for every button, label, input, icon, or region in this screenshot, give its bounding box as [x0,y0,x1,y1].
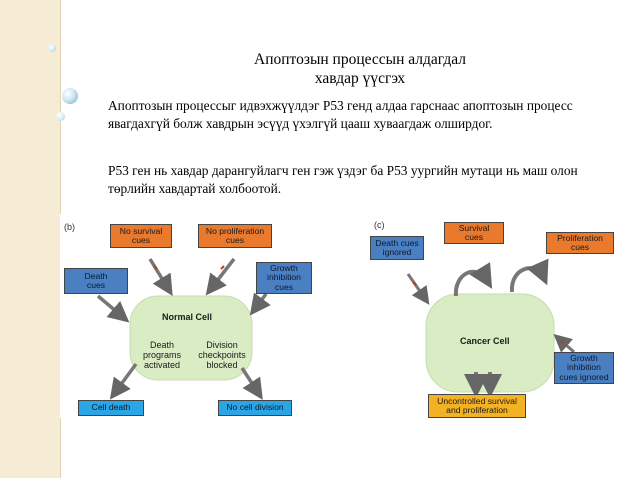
paragraph-2: Р53 ген нь хавдар дарангуйлагч ген гэж ү… [108,163,578,196]
arrow-growth-ignored [553,334,575,354]
box-text: cues [225,235,245,245]
death-cues-box: Death cues [64,268,128,294]
cancer-cell-title: Cancer Cell [460,336,510,346]
box-text: cues [570,242,590,252]
box-text: No survival [119,225,163,236]
no-survival-cues-box: No survival cues [110,224,172,248]
box-text: No cell division [226,402,284,413]
box-text: Cell death [91,402,131,413]
apoptosis-figure: (b) (c) No survival cues No proliferatio… [58,212,638,478]
inner-line: activated [143,360,181,370]
box-text: Growth [570,352,598,363]
no-proliferation-cues-box: No proliferation cues [198,224,272,248]
arrow-to-no-division [240,367,263,400]
decorative-bubble-large [62,88,78,104]
division-checkpoints-text: Division checkpoints blocked [192,340,252,370]
box-text: and proliferation [446,405,508,415]
survival-cues-box: Survival cues [444,222,504,244]
box-text: Growth [270,262,298,273]
x-mark [153,265,158,270]
box-text: Uncontrolled survival [437,395,517,406]
normal-cell-body [129,295,253,381]
figure-arrows [60,214,575,418]
box-text: inhibition [567,362,601,373]
title-line-1: Апоптозын процессын алдагдал [254,51,466,68]
growth-inhibition-cues-box: Growth inhibition cues [256,262,312,294]
inner-line: Death [149,340,175,350]
box-text: cues ignored [559,371,609,382]
decorative-side-strip [0,0,60,478]
arrow-survival-loop [453,262,493,297]
x-mark [220,265,225,270]
inner-line: Division [206,340,238,350]
no-cell-division-box: No cell division [218,400,292,416]
slide-title: Апоптозын процессын алдагдал хавдар үүсг… [190,50,530,88]
panel-c-label: (c) [374,220,385,230]
title-line-2: хавдар үүсгэх [314,70,406,87]
x-mark [412,281,417,286]
box-text: cues [86,280,106,290]
growth-inhibition-ignored-box: Growth inhibition cues ignored [554,352,614,384]
arrow-death-ignored [406,273,430,305]
death-programs-text: Death programs activated [136,340,188,370]
box-text: cues [464,232,484,242]
normal-cell-title: Normal Cell [162,312,213,322]
paragraph-1: Апоптозын процессыг идвэхжүүлдэг Р53 ген… [108,98,573,131]
death-cues-ignored-box: Death cues ignored [370,236,424,260]
box-text: inhibition [267,272,301,283]
uncontrolled-survival-box: Uncontrolled survival and proliferation [428,394,526,418]
arrow-prolif-loop [509,258,549,293]
cell-death-box: Cell death [78,400,144,416]
inner-line: checkpoints [198,350,246,360]
box-text: ignored [382,247,412,257]
x-mark [560,340,565,344]
inner-line: blocked [206,360,238,370]
arrow-no-prolif [205,257,236,296]
box-text: Survival [458,222,490,233]
proliferation-cues-box: Proliferation cues [546,232,614,254]
arrow-no-survival [148,258,173,296]
box-text: Proliferation [557,232,603,243]
box-text: No proliferation [205,225,265,236]
arrow-growth-inhibition [249,292,271,316]
panel-b-label: (b) [64,222,75,232]
decorative-bubble-small [56,112,65,121]
box-text: Death cues [375,237,419,248]
arrow-to-cell-death [109,362,138,400]
box-text: cues [131,235,151,245]
inner-line: programs [142,350,181,360]
box-text: Death [84,270,108,281]
decorative-bubble [48,44,56,52]
arrow-death-cues [96,294,130,323]
box-text: cues [274,281,294,292]
